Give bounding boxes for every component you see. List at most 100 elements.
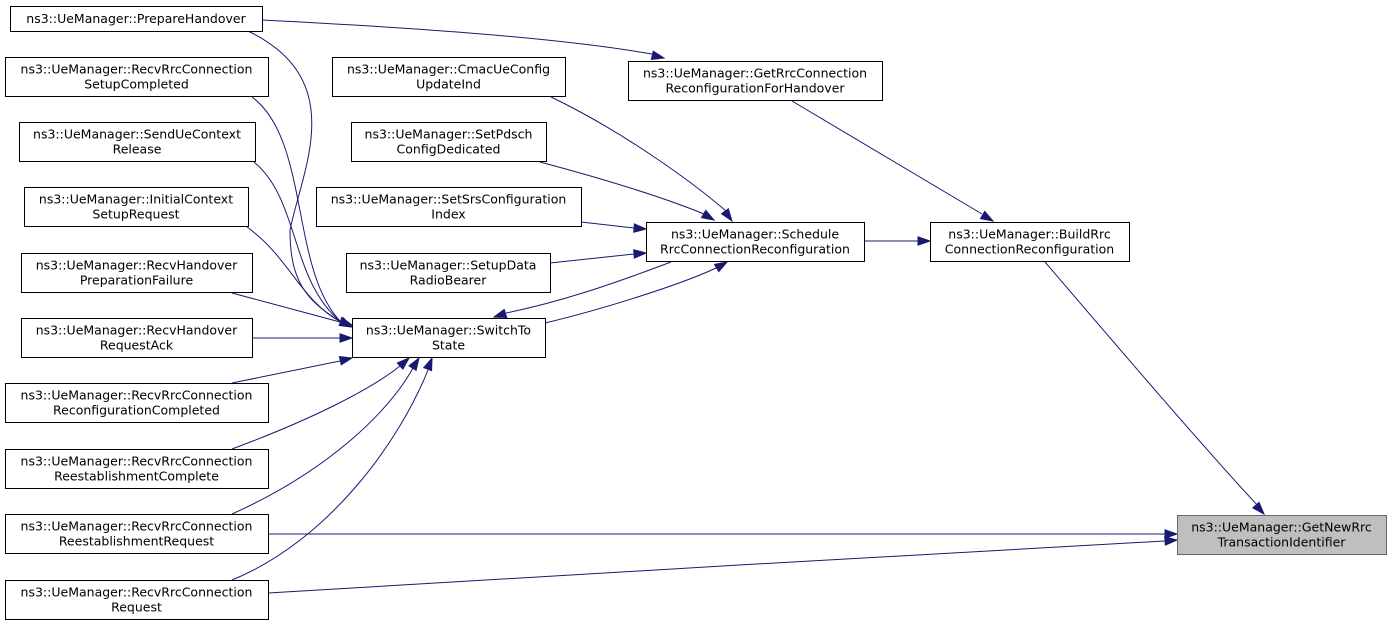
edge-prepare_handover-to-get_rrc_handover <box>261 19 666 60</box>
node-label-line: ns3::UeManager::RecvRrcConnection <box>21 519 253 534</box>
edge-arrowhead <box>700 209 716 221</box>
edge-line <box>246 226 342 323</box>
edge-line <box>231 367 414 515</box>
node-label-line: ns3::UeManager::RecvRrcConnection <box>21 62 253 77</box>
node-label-line: SetupRequest <box>92 207 179 222</box>
edge-switch_to_state-to-schedule_rrc <box>544 261 729 324</box>
edge-schedule_rrc-to-build_rrc <box>864 236 932 246</box>
node-recv-handover-prep[interactable]: ns3::UeManager::RecvHandoverPreparationF… <box>21 253 253 293</box>
node-label-line: ReconfigurationCompleted <box>53 403 220 418</box>
node-label-line: Release <box>113 142 162 157</box>
edge-line <box>231 292 341 323</box>
node-box <box>24 187 249 227</box>
node-label-line: State <box>432 338 465 353</box>
edge-line <box>231 360 341 384</box>
edge-line <box>231 365 401 450</box>
edge-line <box>251 96 342 323</box>
node-box <box>5 383 269 423</box>
node-label-line: ns3::UeManager::SetPdsch <box>365 127 533 142</box>
node-recv-setup-completed[interactable]: ns3::UeManager::RecvRrcConnectionSetupCo… <box>5 57 269 97</box>
edge-line <box>791 100 983 215</box>
edge-arrowhead <box>720 208 733 223</box>
node-box <box>5 57 269 97</box>
node-label-line: ns3::UeManager::CmacUeConfig <box>347 62 550 77</box>
node-box <box>10 6 263 32</box>
node-schedule-rrc[interactable]: ns3::UeManager::ScheduleRrcConnectionRec… <box>646 222 865 262</box>
edge-setup_data-to-schedule_rrc <box>549 249 648 264</box>
edge-line <box>261 19 653 55</box>
node-label-line: ns3::UeManager::SwitchTo <box>366 323 531 338</box>
edge-recv_request-to-get_new_rrc <box>267 536 1179 594</box>
node-build-rrc[interactable]: ns3::UeManager::BuildRrcConnectionReconf… <box>930 222 1130 262</box>
node-label-line: UpdateInd <box>416 77 481 92</box>
edge-cmac_ue_config-to-schedule_rrc <box>550 96 733 223</box>
node-recv-reconf-completed[interactable]: ns3::UeManager::RecvRrcConnectionReconfi… <box>5 383 269 423</box>
node-box <box>5 514 269 554</box>
edge-line <box>231 369 429 581</box>
edge-schedule_rrc-to-switch_to_state <box>492 261 672 319</box>
edge-arrowhead <box>1251 501 1266 516</box>
edge-build_rrc-to-get_new_rrc <box>1044 261 1266 516</box>
node-label-line: ConfigDedicated <box>397 142 501 157</box>
edge-recv_reest_request-to-switch_to_state <box>231 356 420 515</box>
edge-recv_reest_request-to-get_new_rrc <box>268 529 1179 539</box>
edge-line <box>549 253 635 264</box>
edge-arrowhead <box>1164 529 1179 539</box>
edge-line <box>505 261 672 314</box>
node-label-line: ConnectionReconfiguration <box>945 242 1114 257</box>
edge-set_srs-to-schedule_rrc <box>580 221 648 233</box>
node-recv-reest-complete[interactable]: ns3::UeManager::RecvRrcConnectionReestab… <box>5 449 269 489</box>
node-label-line: TransactionIdentifier <box>1217 535 1347 550</box>
node-layer: ns3::UeManager::GetNewRrcTransactionIden… <box>5 6 1387 620</box>
node-label-line: ns3::UeManager::RecvHandover <box>36 323 238 338</box>
node-box <box>1177 515 1387 555</box>
node-box <box>346 253 551 293</box>
node-box <box>930 222 1130 262</box>
edge-arrowhead <box>917 236 932 246</box>
node-box <box>352 318 546 358</box>
node-get-rrc-handover[interactable]: ns3::UeManager::GetRrcConnectionReconfig… <box>628 61 883 101</box>
node-label-line: ns3::UeManager::SendUeContext <box>33 127 241 142</box>
node-box <box>646 222 865 262</box>
node-recv-reest-request[interactable]: ns3::UeManager::RecvRrcConnectionReestab… <box>5 514 269 554</box>
edge-arrowhead <box>339 333 354 343</box>
edge-line <box>550 96 727 212</box>
node-label-line: RadioBearer <box>410 273 488 288</box>
edge-send_ue_context-to-switch_to_state <box>253 161 354 328</box>
edge-arrowhead <box>633 249 648 259</box>
edge-initial_context-to-switch_to_state <box>246 226 354 328</box>
node-label-line: ns3::UeManager::SetupData <box>360 258 537 273</box>
edge-arrowhead <box>408 356 420 372</box>
edge-arrowhead <box>1164 536 1179 546</box>
node-box <box>351 122 547 162</box>
edge-recv_handover_prep-to-switch_to_state <box>231 292 354 327</box>
edge-recv_reconf_completed-to-switch_to_state <box>231 356 354 384</box>
node-initial-context[interactable]: ns3::UeManager::InitialContextSetupReque… <box>24 187 249 227</box>
node-box <box>628 61 883 101</box>
edge-arrowhead <box>338 316 354 327</box>
node-prepare-handover[interactable]: ns3::UeManager::PrepareHandover <box>10 6 263 32</box>
edge-recv_reest_complete-to-switch_to_state <box>231 356 411 450</box>
edge-recv_request-to-switch_to_state <box>231 356 433 581</box>
edge-line <box>1044 261 1261 509</box>
node-label-line: PreparationFailure <box>80 273 194 288</box>
node-label-line: ns3::UeManager::RecvRrcConnection <box>21 454 253 469</box>
node-box <box>316 187 582 227</box>
edge-recv_handover_ack-to-switch_to_state <box>252 333 354 343</box>
node-label-line: ns3::UeManager::RecvRrcConnection <box>21 388 253 403</box>
node-label-line: Index <box>431 207 465 222</box>
edge-line <box>253 161 342 323</box>
node-label-line: RequestAck <box>100 338 174 353</box>
node-label-line: ReestablishmentRequest <box>59 534 214 549</box>
node-get-new-rrc[interactable]: ns3::UeManager::GetNewRrcTransactionIden… <box>1177 515 1387 555</box>
node-box <box>332 57 566 97</box>
node-label-line: ns3::UeManager::GetRrcConnection <box>643 66 867 81</box>
